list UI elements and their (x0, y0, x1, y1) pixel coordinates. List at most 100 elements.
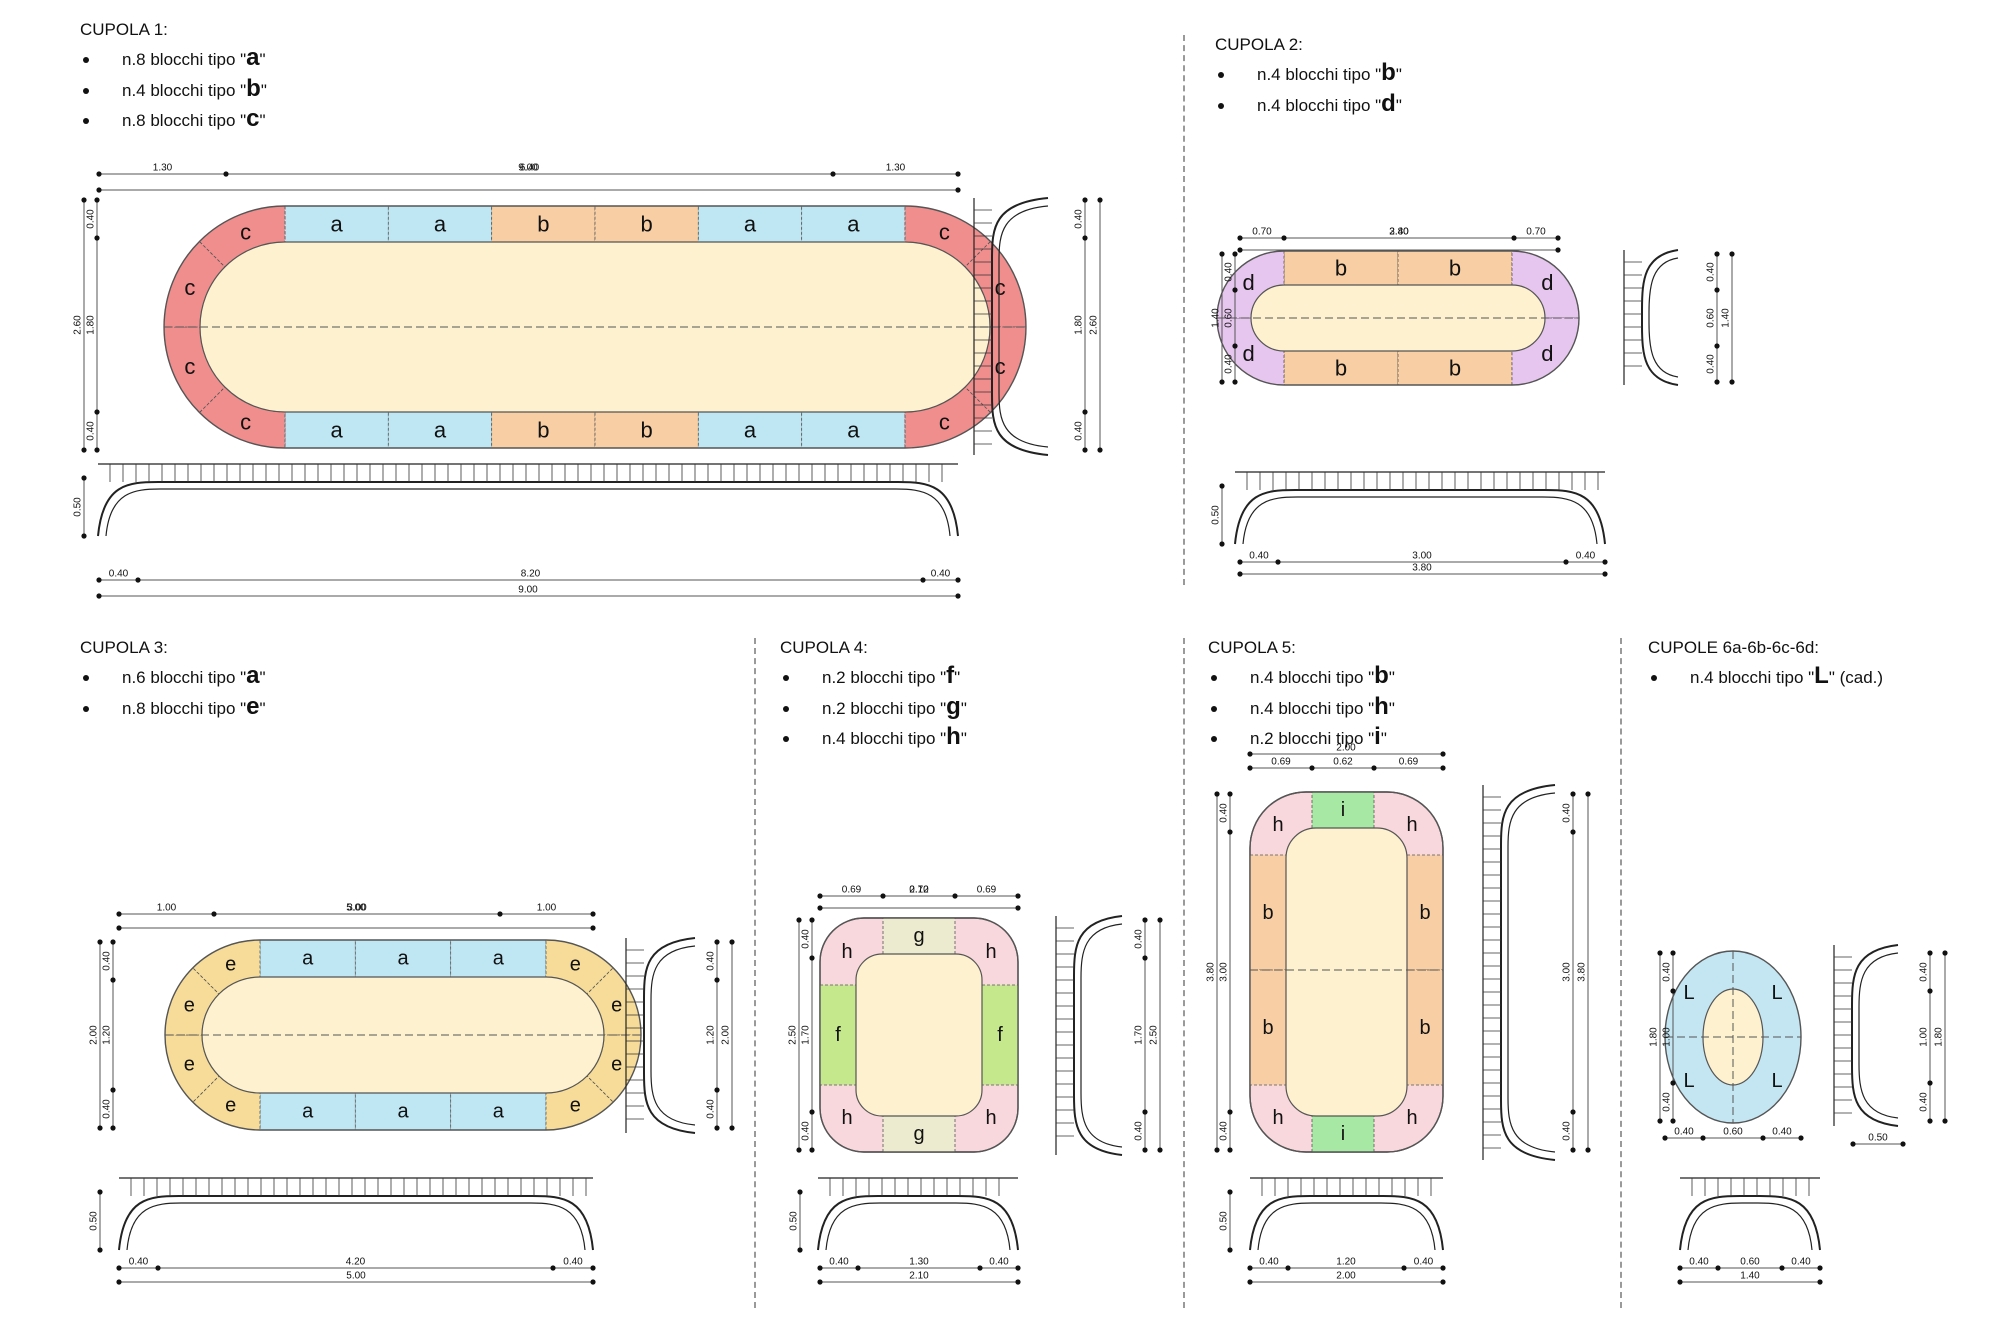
elevation-inner (825, 1202, 1011, 1251)
block-label-b: b (1449, 256, 1461, 281)
dimension-tick (1729, 251, 1735, 257)
dimension-tick (1232, 251, 1238, 257)
elevation-inner (1648, 257, 1679, 378)
cupola5-left-dim-label: 0.40 (1219, 1121, 1230, 1141)
block-label-d: d (1541, 270, 1553, 295)
divider-top (1183, 35, 1185, 585)
dimension-tick (590, 1265, 596, 1271)
cupola5-right-dim-label: 0.40 (1562, 1121, 1573, 1141)
block-list: n.4 blocchi tipo "b"n.4 blocchi tipo "d" (1215, 61, 1402, 116)
dimension-tick (1219, 379, 1225, 385)
cupola3-right-dim-label: 0.40 (706, 951, 717, 971)
cupola2-bottom-dim-label: 3.00 (1412, 551, 1432, 562)
elevation-profile (643, 937, 696, 1134)
block-label-b: b (1419, 902, 1430, 924)
cupola6-left-dim-label: 0.40 (1662, 962, 1673, 982)
elevation-inner (650, 945, 696, 1126)
block-list: n.6 blocchi tipo "a"n.8 blocchi tipo "e" (80, 664, 266, 719)
cupola6-side-elevation (1833, 944, 1899, 1127)
dimension-tick (830, 171, 836, 177)
cupola3-right-total-label: 2.00 (721, 1025, 732, 1045)
block-code: h (946, 723, 961, 751)
block-list: n.2 blocchi tipo "f"n.2 blocchi tipo "g"… (780, 664, 967, 751)
cupola3-bottom-dim-label: 0.40 (129, 1257, 149, 1268)
dimension-tick (1237, 235, 1243, 241)
cupola2-left-dim-label: 0.60 (1224, 308, 1235, 328)
cupola1-left-dim-label: 0.40 (86, 421, 97, 441)
cupola6-under-dim-label: 0.40 (1772, 1127, 1792, 1138)
block-label-f: f (997, 1024, 1003, 1046)
block-label-i: i (1341, 799, 1345, 821)
dimension-tick (1142, 1147, 1148, 1153)
dimension-tick (1015, 1265, 1021, 1271)
cupola4-right-dim-label: 0.40 (1134, 929, 1145, 949)
elevation-profile (97, 481, 959, 537)
dimension-tick (1677, 1279, 1683, 1285)
dimension-tick (497, 911, 503, 917)
dimension-tick (1227, 1189, 1233, 1195)
cupola2-top-dim-label: 0.70 (1526, 227, 1546, 238)
block-count-item: n.6 blocchi tipo "a" (80, 664, 266, 688)
dimension-tick (1817, 1265, 1823, 1271)
cupola6-bottom-dim-label: 0.40 (1689, 1257, 1709, 1268)
block-label-b: b (641, 212, 653, 237)
cupola5-top-total-label: 2.00 (1336, 743, 1356, 754)
dimension-tick (81, 197, 87, 203)
cupola4-right-dim-label: 1.70 (1134, 1025, 1145, 1045)
cupola5-bottom-dim-label: 1.20 (1336, 1257, 1356, 1268)
cupola1-right-total-label: 2.60 (1089, 315, 1100, 335)
dimension-tick (955, 593, 961, 599)
cupola3-bottom-elevation (118, 1177, 594, 1251)
cupola3-bottom-dim-label: 0.40 (563, 1257, 583, 1268)
count-text: n.8 blocchi tipo " (122, 698, 247, 718)
dimension-tick (714, 939, 720, 945)
dimension-tick (817, 893, 823, 899)
cupola3-left-dim-label: 1.20 (102, 1025, 113, 1045)
block-count-item: n.4 blocchi tipo "b" (1215, 61, 1402, 85)
block-b (1406, 854, 1444, 971)
count-text: n.4 blocchi tipo " (822, 729, 947, 749)
dimension-tick (110, 939, 116, 945)
dimension-tick (97, 939, 103, 945)
dimension-tick (223, 171, 229, 177)
cupola6-under-dim-label: 0.40 (1674, 1127, 1694, 1138)
block-b (1397, 350, 1513, 386)
block-b (1249, 854, 1287, 971)
dimension-tick (94, 197, 100, 203)
dimension-tick (952, 893, 958, 899)
block-label-b: b (537, 418, 549, 443)
block-label-e: e (225, 1095, 236, 1117)
block-label-d: d (1541, 341, 1553, 366)
dimension-tick (1227, 1109, 1233, 1115)
elevation-profile (1073, 915, 1123, 1156)
dimension-tick (590, 911, 596, 917)
cupola5-right-total-label: 3.80 (1577, 962, 1588, 982)
inner-surface (199, 241, 991, 413)
dimension-tick (1670, 1080, 1676, 1086)
block-label-c: c (240, 219, 251, 244)
cupola1-left-dim-label: 1.80 (86, 315, 97, 335)
elevation-profile (1641, 249, 1679, 386)
block-code: b (1374, 662, 1389, 690)
cupola1-side-elevation (973, 197, 1049, 456)
cupola5-bottom-elevation (1249, 1177, 1444, 1251)
block-label-e: e (570, 953, 581, 975)
dimension-tick (1309, 765, 1315, 771)
closing-text: " (1388, 698, 1395, 718)
dimension-tick (94, 235, 100, 241)
block-label-h: h (1272, 1107, 1283, 1129)
block-label-h: h (841, 941, 852, 963)
cupola3-right-dim-label: 0.40 (706, 1099, 717, 1119)
divider-bottom-3 (1620, 638, 1622, 1308)
dimension-tick (1570, 829, 1576, 835)
dimension-tick (97, 1247, 103, 1253)
block-a (697, 411, 803, 449)
dimension-tick (714, 1125, 720, 1131)
cupola6-left-dim-label: 1.00 (1662, 1027, 1673, 1047)
dimension-tick (1142, 917, 1148, 923)
cupola5-left-dim-label: 3.00 (1219, 962, 1230, 982)
count-text: n.2 blocchi tipo " (1250, 729, 1375, 749)
block-label-e: e (225, 953, 236, 975)
block-label-d: d (1243, 341, 1255, 366)
cupola6-left-dim-label: 0.40 (1662, 1092, 1673, 1112)
